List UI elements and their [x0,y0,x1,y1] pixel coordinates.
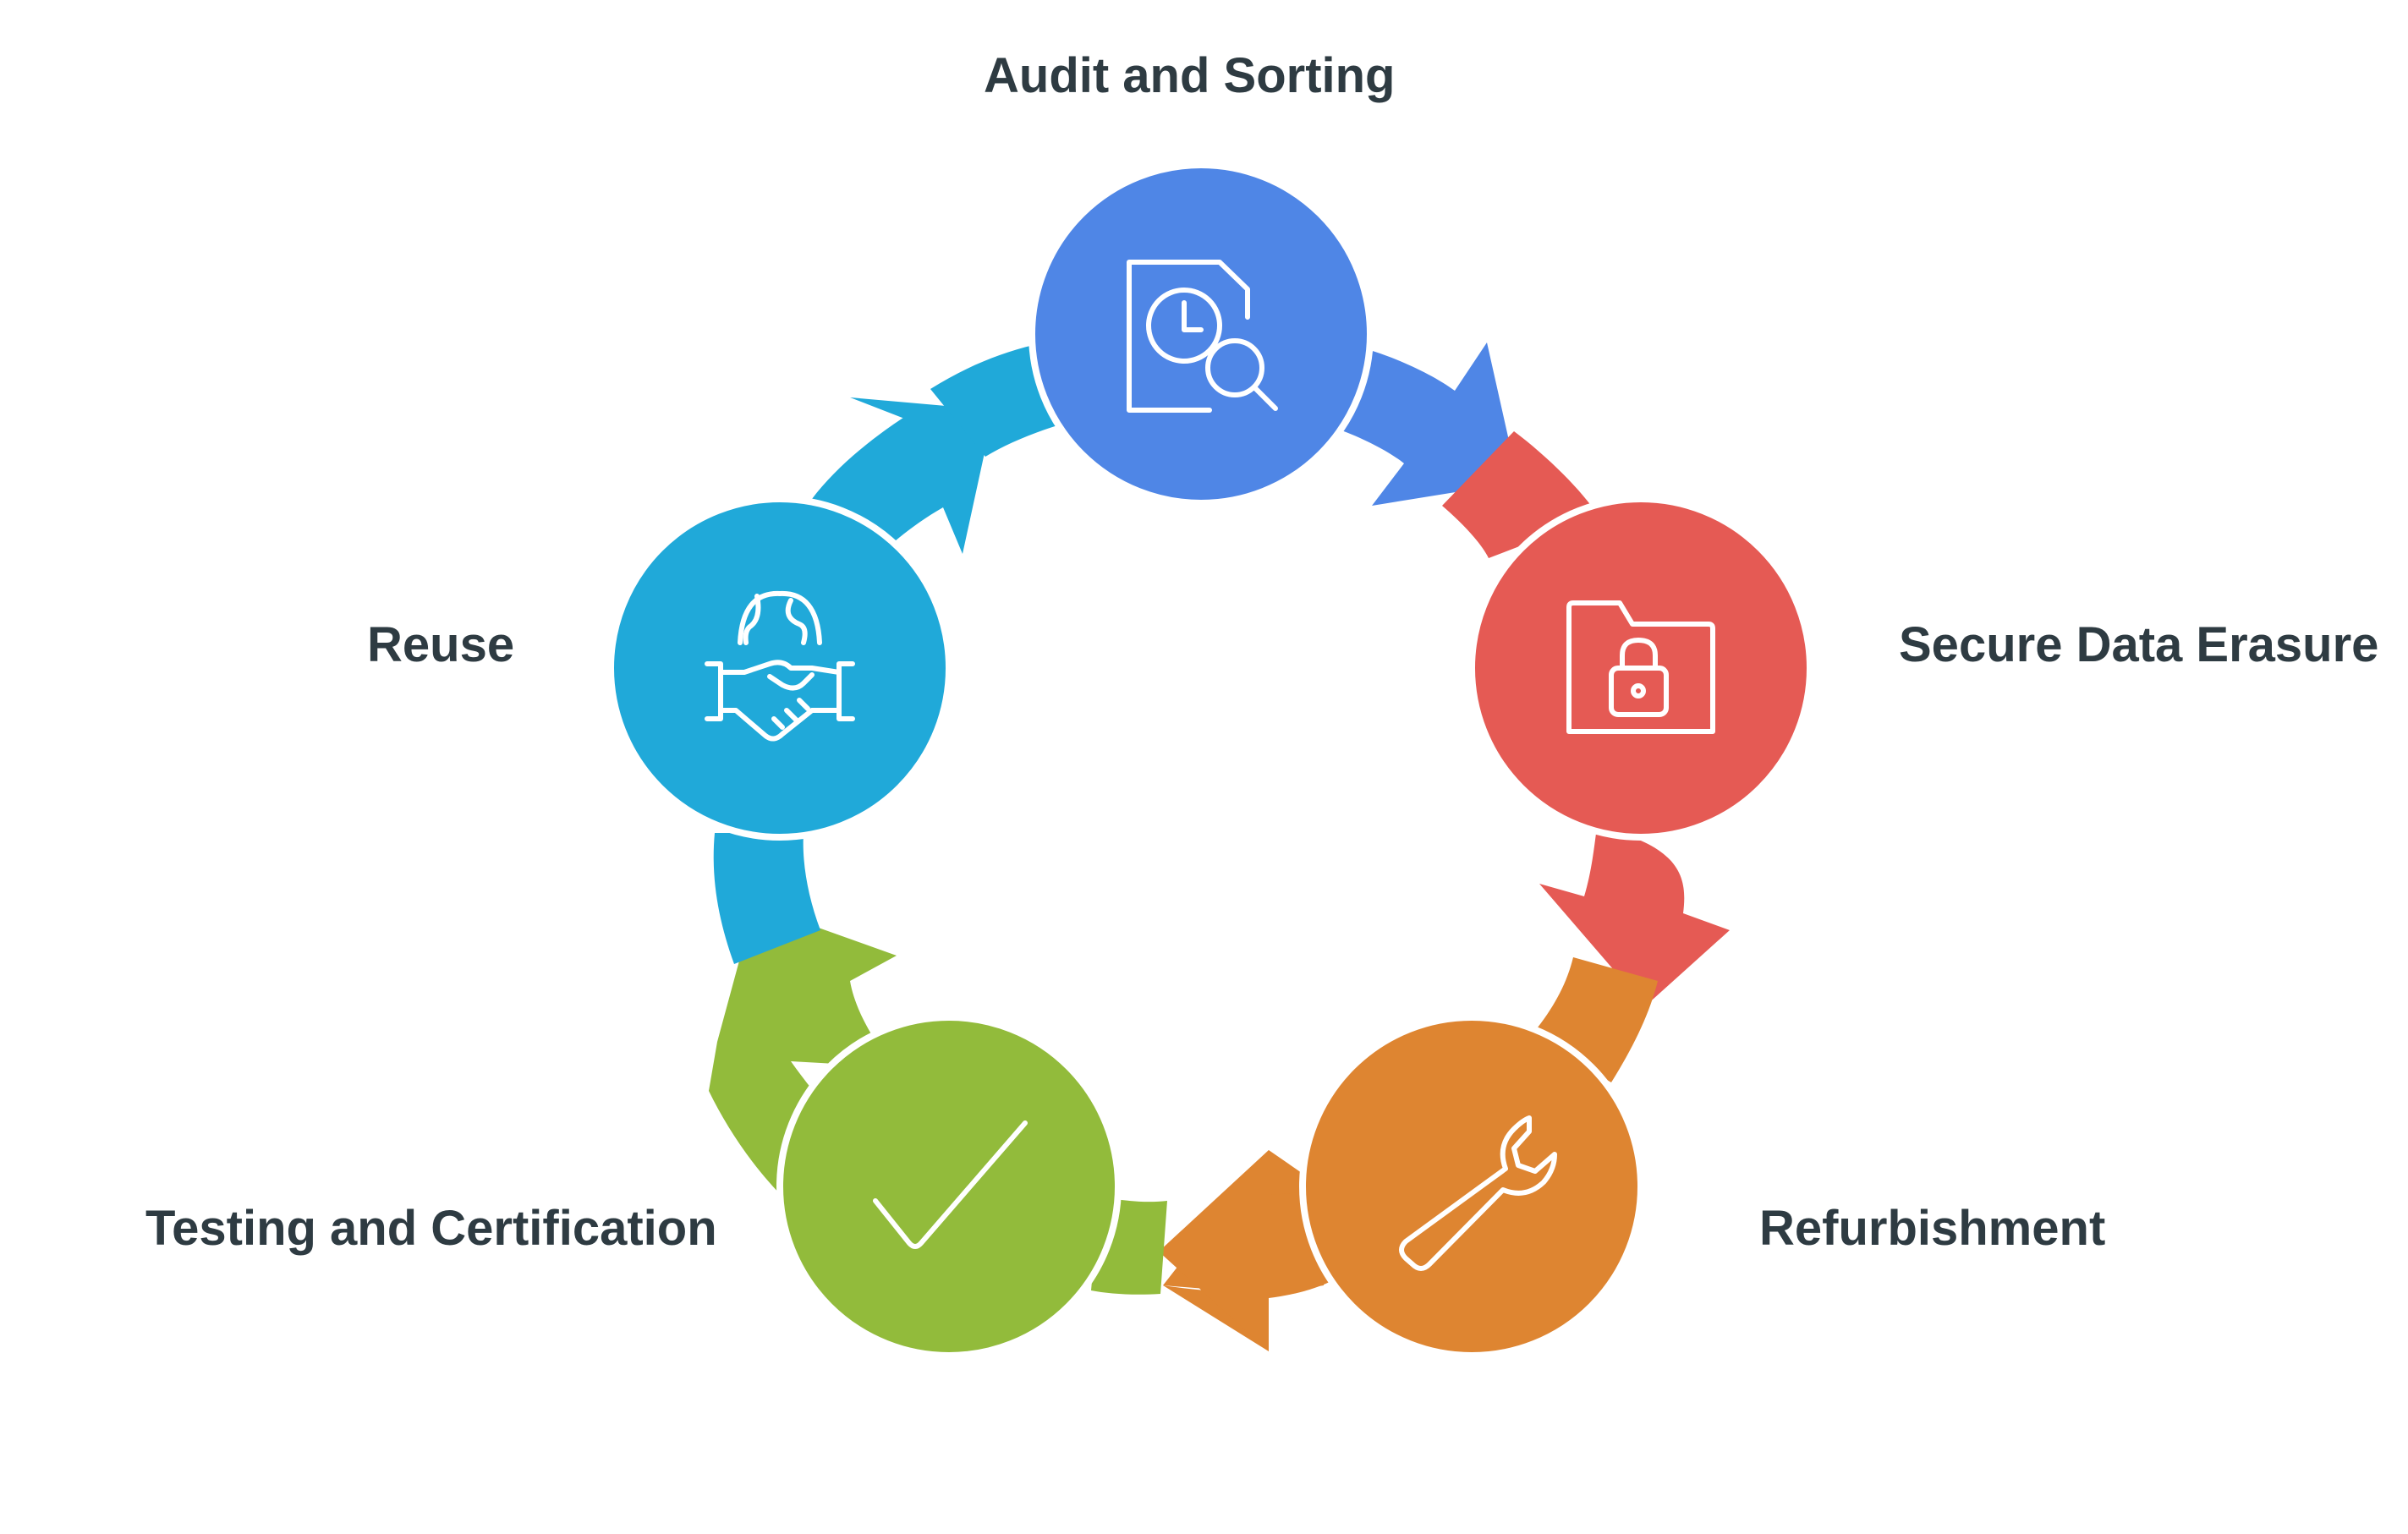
arrow-erasure-to-refurb-head [1539,827,1730,1006]
step-label-testing: Testing and Certification [145,1201,717,1256]
arrow-refurb-to-testing-body [1159,1150,1336,1351]
globe-handshake-icon [705,590,855,742]
arrow-audit-to-erasure [1332,342,1518,506]
step-label-audit: Audit and Sorting [984,48,1396,103]
document-clock-search-icon [1127,260,1278,413]
step-label-reuse: Reuse [367,617,515,672]
step-reuse [607,496,952,841]
step-label-refurbishment: Refurbishment [1759,1201,2106,1256]
cycle-arrows [709,342,1730,1351]
step-testing [776,1014,1122,1359]
step-refurb [1299,1014,1644,1359]
arrow-reuse-to-audit-head [930,345,1066,457]
arrow-reuse-to-audit-tail [713,833,820,964]
step-label-erasure: Secure Data Erasure [1899,617,2379,672]
wrench-icon [1399,1115,1557,1271]
cycle-steps [607,162,1813,1359]
locked-folder-icon [1566,600,1715,734]
step-audit [1028,162,1374,507]
step-erasure [1468,496,1813,841]
checkmark-icon [873,1120,1028,1249]
arrow-testing-to-reuse-head [709,905,897,1201]
